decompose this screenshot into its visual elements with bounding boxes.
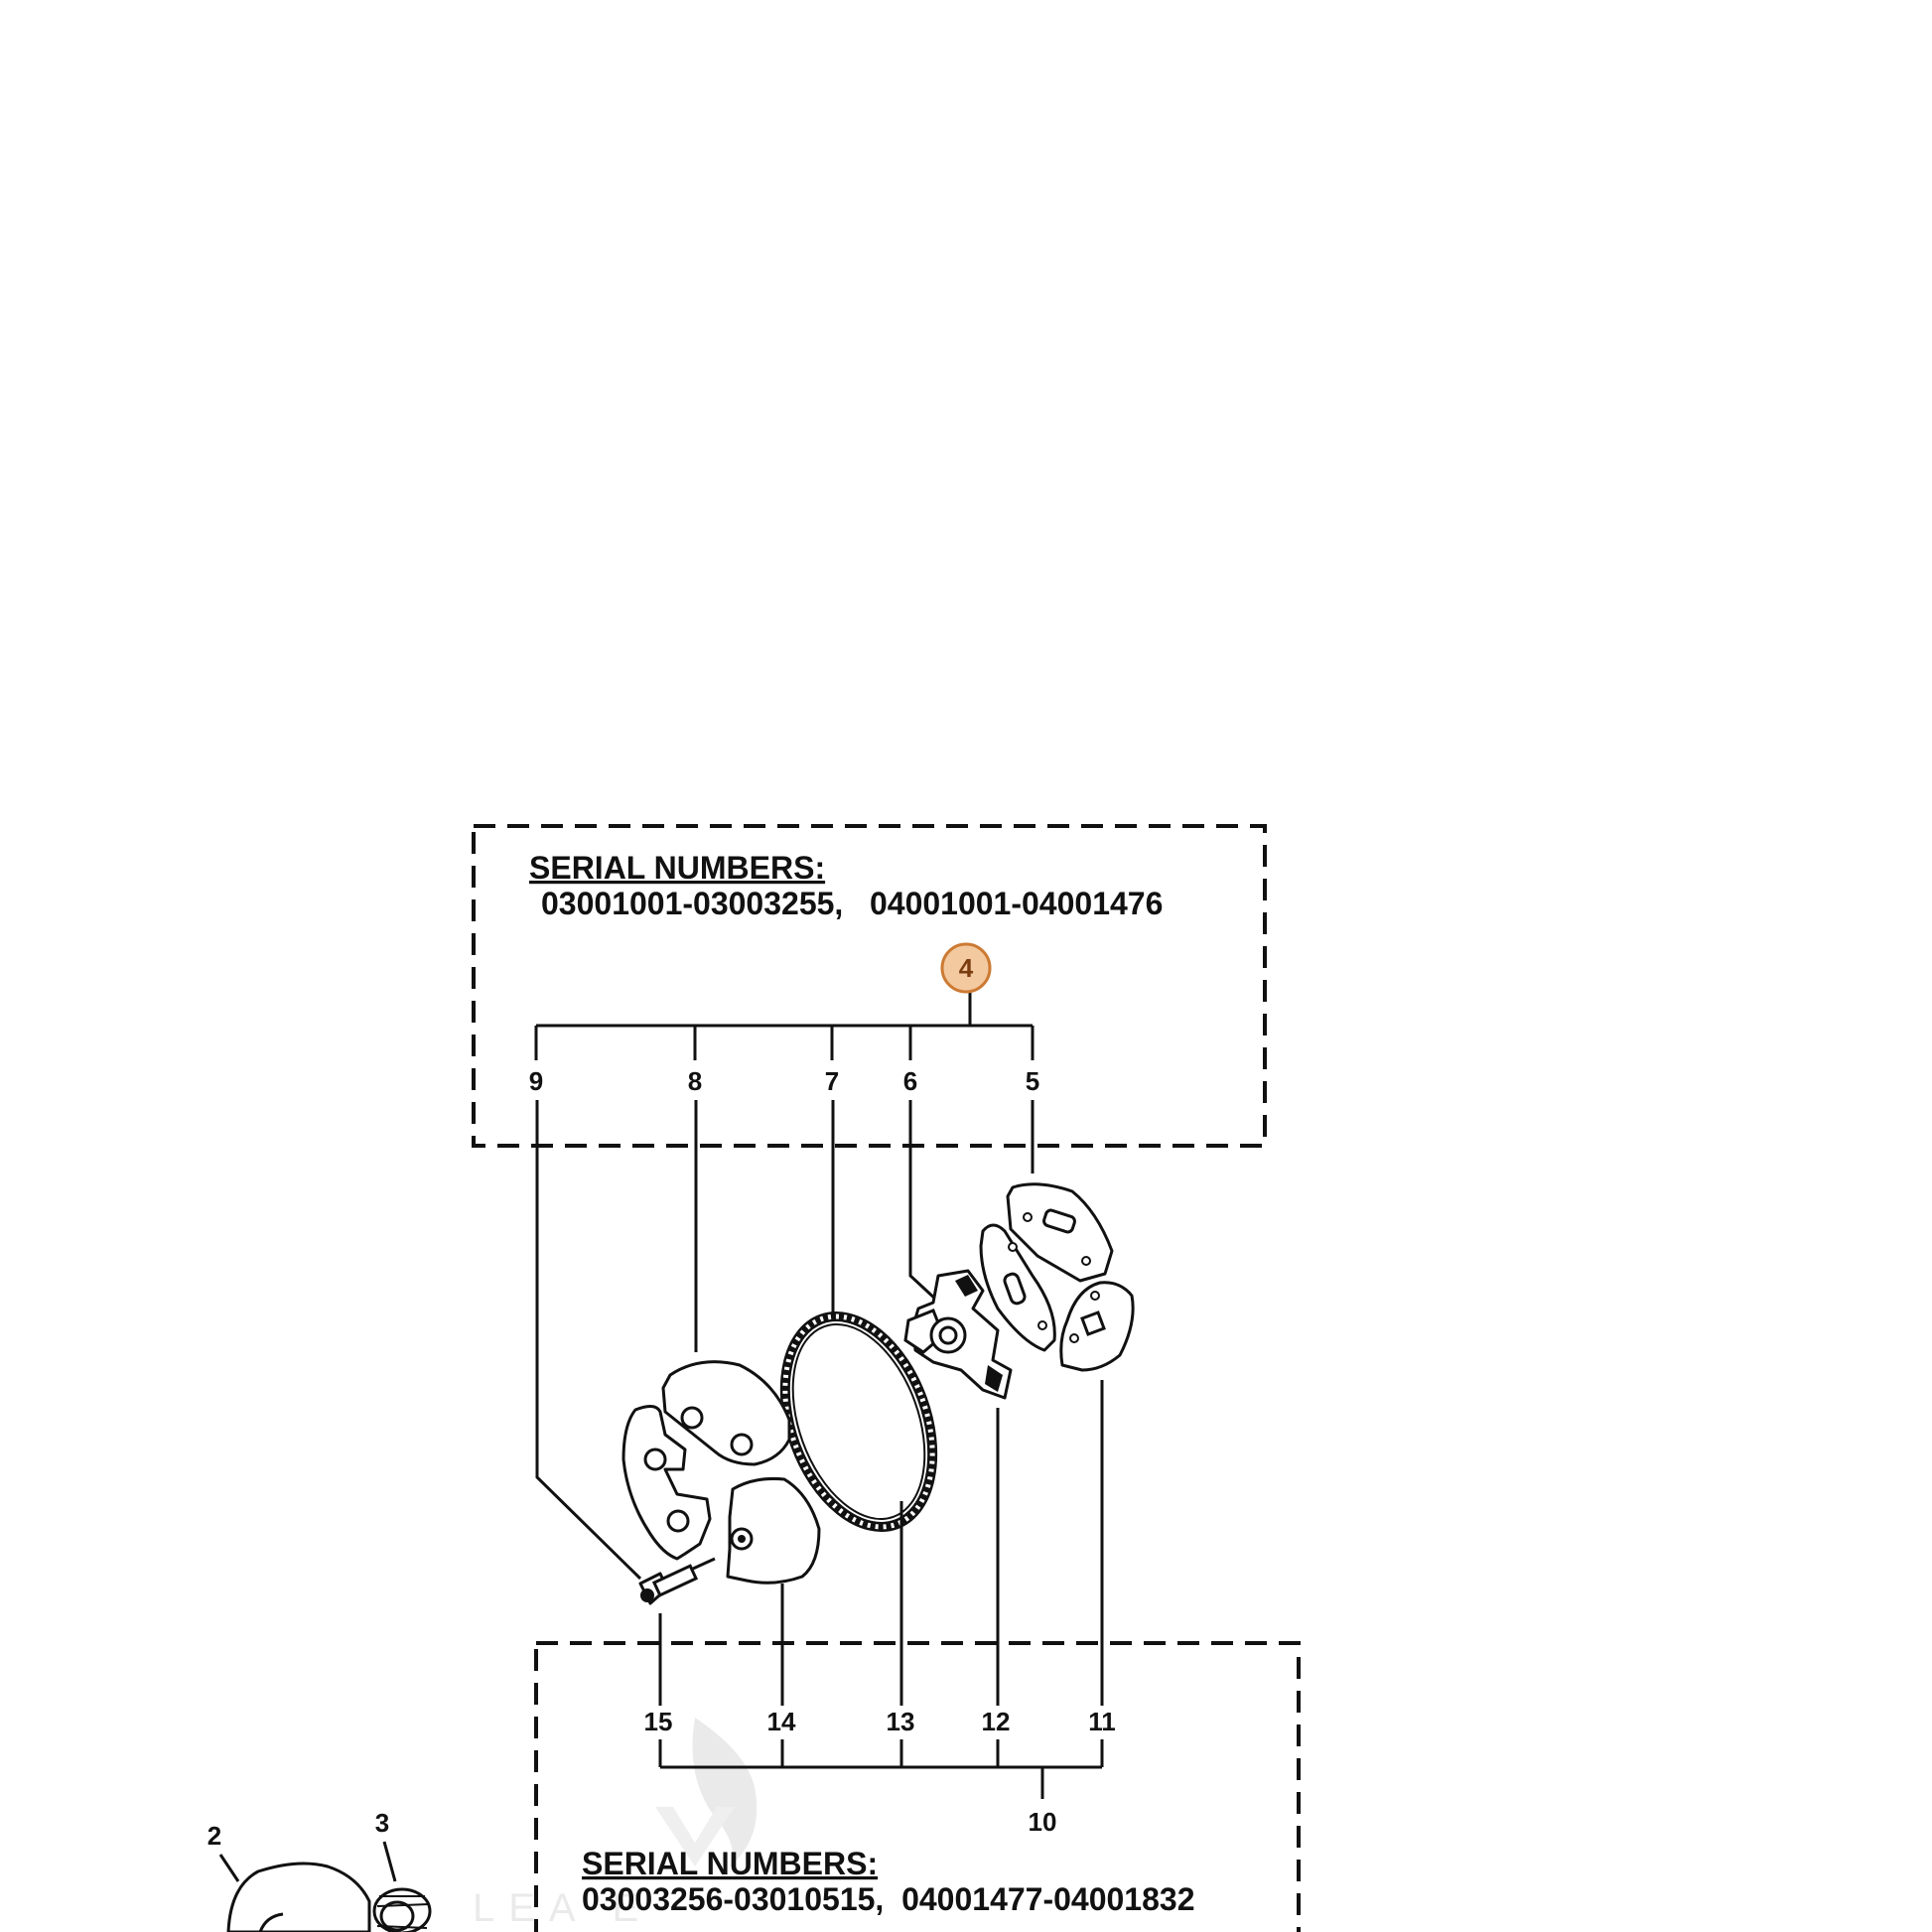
callout-4-label: 4 [959, 953, 974, 983]
part-shoe-left [621, 1405, 712, 1561]
callout-10-bracket [658, 1739, 1104, 1799]
part-plate-lower [1059, 1281, 1135, 1372]
callout-15: 15 [644, 1707, 673, 1736]
part-hub [903, 1269, 1013, 1400]
callout-7: 7 [825, 1066, 839, 1096]
part-shoe-bottom [726, 1477, 821, 1585]
lower-serial-ranges: 03003256-03010515, 04001477-04001832 [582, 1881, 1194, 1917]
callout-5: 5 [1026, 1066, 1039, 1096]
upper-serial-heading: SERIAL NUMBERS: [529, 850, 825, 886]
lower-leader-lines [658, 1380, 1104, 1706]
callout-14: 14 [767, 1707, 796, 1736]
part-clutch-drum [226, 1862, 371, 1932]
lower-serial-heading: SERIAL NUMBERS: [582, 1846, 878, 1881]
upper-leader-lines [535, 1100, 1035, 1581]
flame-logo-icon [655, 1718, 758, 1866]
part-plate-middle [979, 1223, 1056, 1352]
callout-12: 12 [982, 1707, 1011, 1736]
callout-9: 9 [529, 1066, 543, 1096]
callout-8: 8 [688, 1066, 702, 1096]
callout-10: 10 [1029, 1807, 1057, 1837]
callout-6: 6 [903, 1066, 917, 1096]
upper-serial-ranges: 03001001-03003255, 04001001-04001476 [541, 886, 1163, 921]
callout-3: 3 [375, 1808, 389, 1838]
callout-2: 2 [207, 1821, 221, 1851]
lower-serial-box [534, 1641, 1301, 1932]
upper-serial-box [472, 824, 1267, 1148]
part-shoe-top [661, 1360, 791, 1466]
callout-13: 13 [887, 1707, 915, 1736]
part-plate-upper [1006, 1182, 1114, 1283]
watermark: LEA E [473, 1718, 758, 1930]
callout-4-highlight[interactable]: 4 [940, 942, 992, 994]
callout-4-bracket [534, 986, 1035, 1060]
watermark-text: LEA E [473, 1886, 652, 1930]
part-spring-ring [779, 1311, 938, 1532]
callout-11: 11 [1088, 1707, 1116, 1736]
part-screw [638, 1557, 716, 1605]
part-needle-bearing [372, 1887, 432, 1932]
